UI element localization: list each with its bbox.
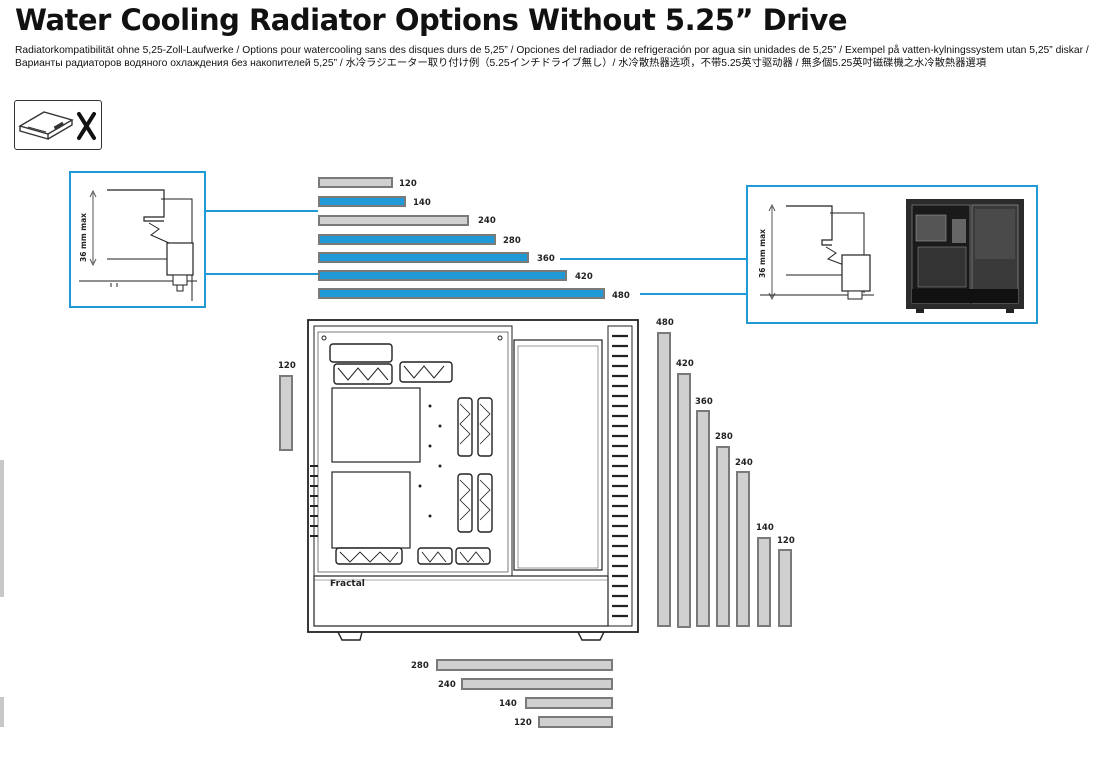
- callout-connector: [560, 258, 748, 260]
- clearance-label: 36 mm max: [758, 228, 768, 279]
- front-radiator-140: [757, 537, 771, 627]
- top-radiator-label: 240: [478, 216, 496, 226]
- callout-connector: [640, 293, 748, 295]
- top-radiator-label: 140: [413, 198, 431, 208]
- top-radiator-120: [318, 177, 393, 188]
- page-subtitle: Radiatorkompatibilität ohne 5,25-Zoll-La…: [15, 45, 1089, 69]
- rear-radiator-120: [279, 375, 293, 451]
- bottom-radiator-140: [525, 697, 613, 709]
- callout-connector: [205, 210, 318, 212]
- front-radiator-240: [736, 471, 750, 627]
- front-radiator-label: 120: [777, 536, 795, 546]
- bottom-radiator-label: 280: [411, 661, 429, 671]
- edge-strip: [0, 697, 4, 727]
- top-radiator-label: 480: [612, 291, 630, 301]
- top-radiator-label: 420: [575, 272, 593, 282]
- top-radiator-480: [318, 288, 605, 299]
- front-radiator-280: [716, 446, 730, 627]
- bottom-radiator-280: [436, 659, 613, 671]
- front-radiator-label: 140: [756, 523, 774, 533]
- edge-strip: [0, 460, 4, 597]
- case-brand-logo: Fractal: [330, 579, 365, 589]
- no-5.25-drive-icon: [14, 100, 102, 150]
- clearance-label: 36 mm max: [79, 212, 89, 263]
- top-radiator-140: [318, 196, 406, 207]
- top-radiator-240: [318, 215, 469, 226]
- callout-connector: [205, 273, 318, 275]
- bottom-radiator-120: [538, 716, 613, 728]
- bottom-radiator-label: 240: [438, 680, 456, 690]
- front-radiator-label: 420: [676, 359, 694, 369]
- top-radiator-280: [318, 234, 496, 245]
- rear-radiator-label: 120: [278, 361, 296, 371]
- top-radiator-360: [318, 252, 529, 263]
- top-radiator-420: [318, 270, 567, 281]
- front-radiator-label: 280: [715, 432, 733, 442]
- bottom-radiator-240: [461, 678, 613, 690]
- case-side-view-drawing: [307, 319, 639, 641]
- bottom-radiator-label: 140: [499, 699, 517, 709]
- top-radiator-label: 360: [537, 254, 555, 264]
- bottom-radiator-label: 120: [514, 718, 532, 728]
- front-radiator-120: [778, 549, 792, 627]
- front-radiator-label: 480: [656, 318, 674, 328]
- front-radiator-360: [696, 410, 710, 627]
- front-radiator-420: [677, 373, 691, 628]
- top-radiator-label: 280: [503, 236, 521, 246]
- top-radiator-label: 120: [399, 179, 417, 189]
- front-radiator-label: 360: [695, 397, 713, 407]
- page-title: Water Cooling Radiator Options Without 5…: [15, 3, 848, 37]
- front-radiator-480: [657, 332, 671, 627]
- top-clearance-callout-right: 36 mm max: [746, 185, 1038, 324]
- front-radiator-label: 240: [735, 458, 753, 468]
- top-clearance-callout-left: 36 mm max: [69, 171, 206, 308]
